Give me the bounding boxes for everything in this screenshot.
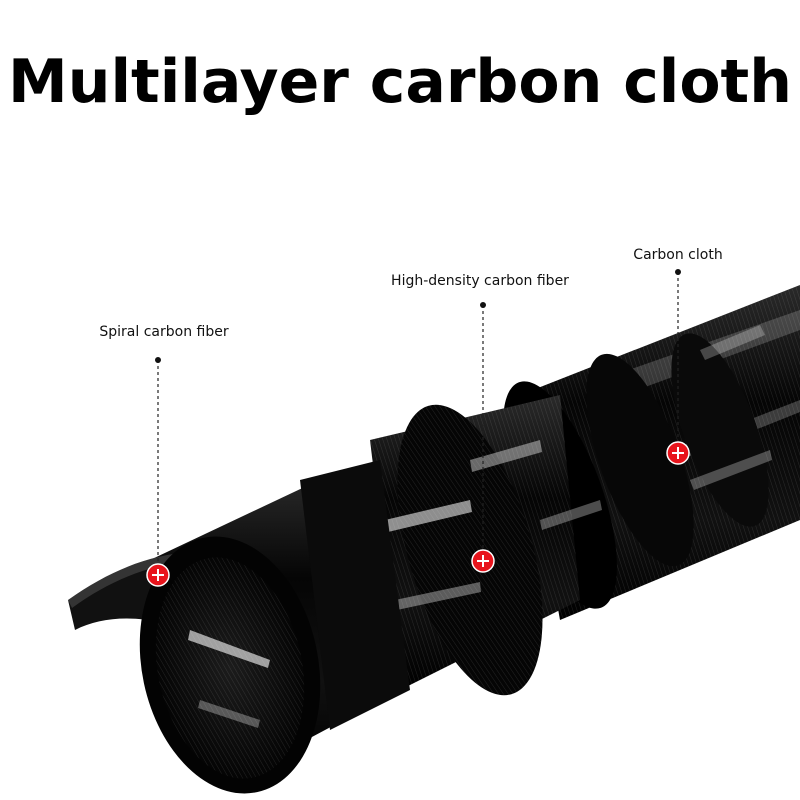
callout-spiral-carbon-fiber: Spiral carbon fiber — [99, 324, 229, 340]
leader-dots — [155, 269, 681, 363]
high-density-layer — [370, 395, 602, 696]
leader-dot-high-density — [480, 302, 486, 308]
headline-title: Multilayer carbon cloth — [8, 47, 792, 117]
leader-dot-carbon-cloth — [675, 269, 681, 275]
plus-marker-icon — [666, 441, 690, 465]
plus-marker-icon — [471, 549, 495, 573]
plus-marker-icon — [146, 563, 170, 587]
callout-carbon-cloth: Carbon cloth — [633, 247, 723, 263]
spiral-inner-tube — [68, 460, 410, 794]
leader-lines — [157, 272, 679, 575]
leader-dot-spiral — [155, 357, 161, 363]
callout-high-density-carbon-fiber: High-density carbon fiber — [391, 273, 569, 289]
